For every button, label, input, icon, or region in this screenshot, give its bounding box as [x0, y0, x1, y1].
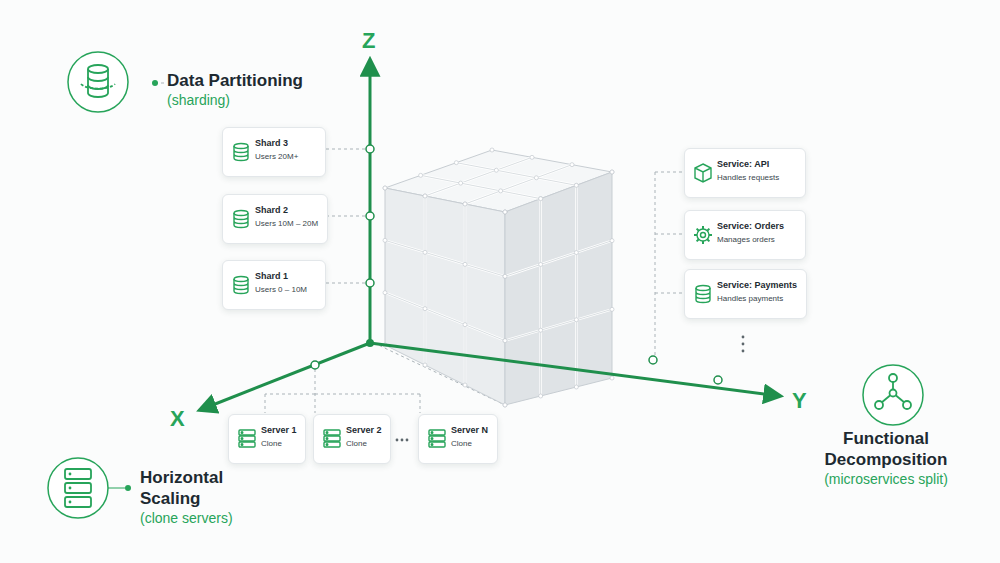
axis-label: Z [362, 28, 375, 54]
card-icon [231, 209, 251, 229]
node-subtitle: Handles requests [717, 173, 797, 182]
category-heading: Horizontal Scaling(clone servers) [140, 467, 260, 528]
node-title: Shard 3 [255, 138, 317, 148]
card-icon [693, 225, 713, 245]
node-subtitle: Users 10M – 20M [255, 219, 319, 228]
card-icon [693, 284, 713, 304]
node-subtitle: Manages orders [717, 235, 797, 244]
axis-label: X [170, 406, 185, 432]
shard-card: Shard 1 Users 0 – 10M [222, 260, 326, 310]
node-title: Functional Decomposition [806, 428, 966, 470]
axis-label: Y [792, 388, 807, 414]
node-title: Server 2 [346, 425, 382, 435]
category-heading: Functional Decomposition(microservices s… [806, 428, 966, 489]
card-icon [231, 142, 251, 162]
service-card: Service: OrdersManages orders [684, 210, 806, 260]
shard-card: Shard 2 Users 10M – 20M [222, 194, 328, 244]
server-card: Server N Clone [418, 414, 498, 464]
node-title: Service: Orders [717, 221, 797, 231]
node-title: Server 1 [261, 425, 297, 435]
partition-icon [68, 52, 158, 112]
node-title: Data Partitioning [167, 70, 367, 91]
node-title: Horizontal Scaling [140, 467, 260, 509]
card-icon [231, 275, 251, 295]
node-title: Service: Payments [717, 280, 798, 290]
node-subtitle: Users 20M+ [255, 152, 317, 161]
server-card: Server 2 Clone [313, 414, 391, 464]
card-icon [693, 163, 713, 183]
node-title: Shard 1 [255, 271, 317, 281]
node-title: Service: API [717, 159, 797, 169]
server-card: Server 1 Clone [228, 414, 306, 464]
node-title: Shard 2 [255, 205, 319, 215]
card-icon [322, 429, 342, 449]
service-card: Service: PaymentsHandles payments [684, 269, 807, 319]
node-subtitle: Handles payments [717, 294, 798, 303]
node-subtitle: Users 0 – 10M [255, 285, 317, 294]
node-subtitle: Clone [451, 439, 489, 448]
leader-lines [155, 83, 684, 413]
card-icon [237, 429, 257, 449]
service-card: Service: API Handles requests [684, 148, 806, 198]
node-subtitle: (microservices split) [806, 470, 966, 489]
microservice-icon [863, 365, 923, 425]
node-subtitle: (sharding) [167, 91, 367, 110]
category-heading: Data Partitioning(sharding) [167, 70, 367, 110]
node-subtitle: Clone [346, 439, 382, 448]
node-title: Server N [451, 425, 489, 435]
shard-card: Shard 3 Users 20M+ [222, 127, 326, 177]
card-icon [427, 429, 447, 449]
origin-dot [366, 339, 374, 347]
node-subtitle: (clone servers) [140, 509, 260, 528]
axis-dots [311, 145, 722, 384]
cube [383, 148, 614, 407]
server-icon [48, 458, 131, 518]
node-subtitle: Clone [261, 439, 297, 448]
